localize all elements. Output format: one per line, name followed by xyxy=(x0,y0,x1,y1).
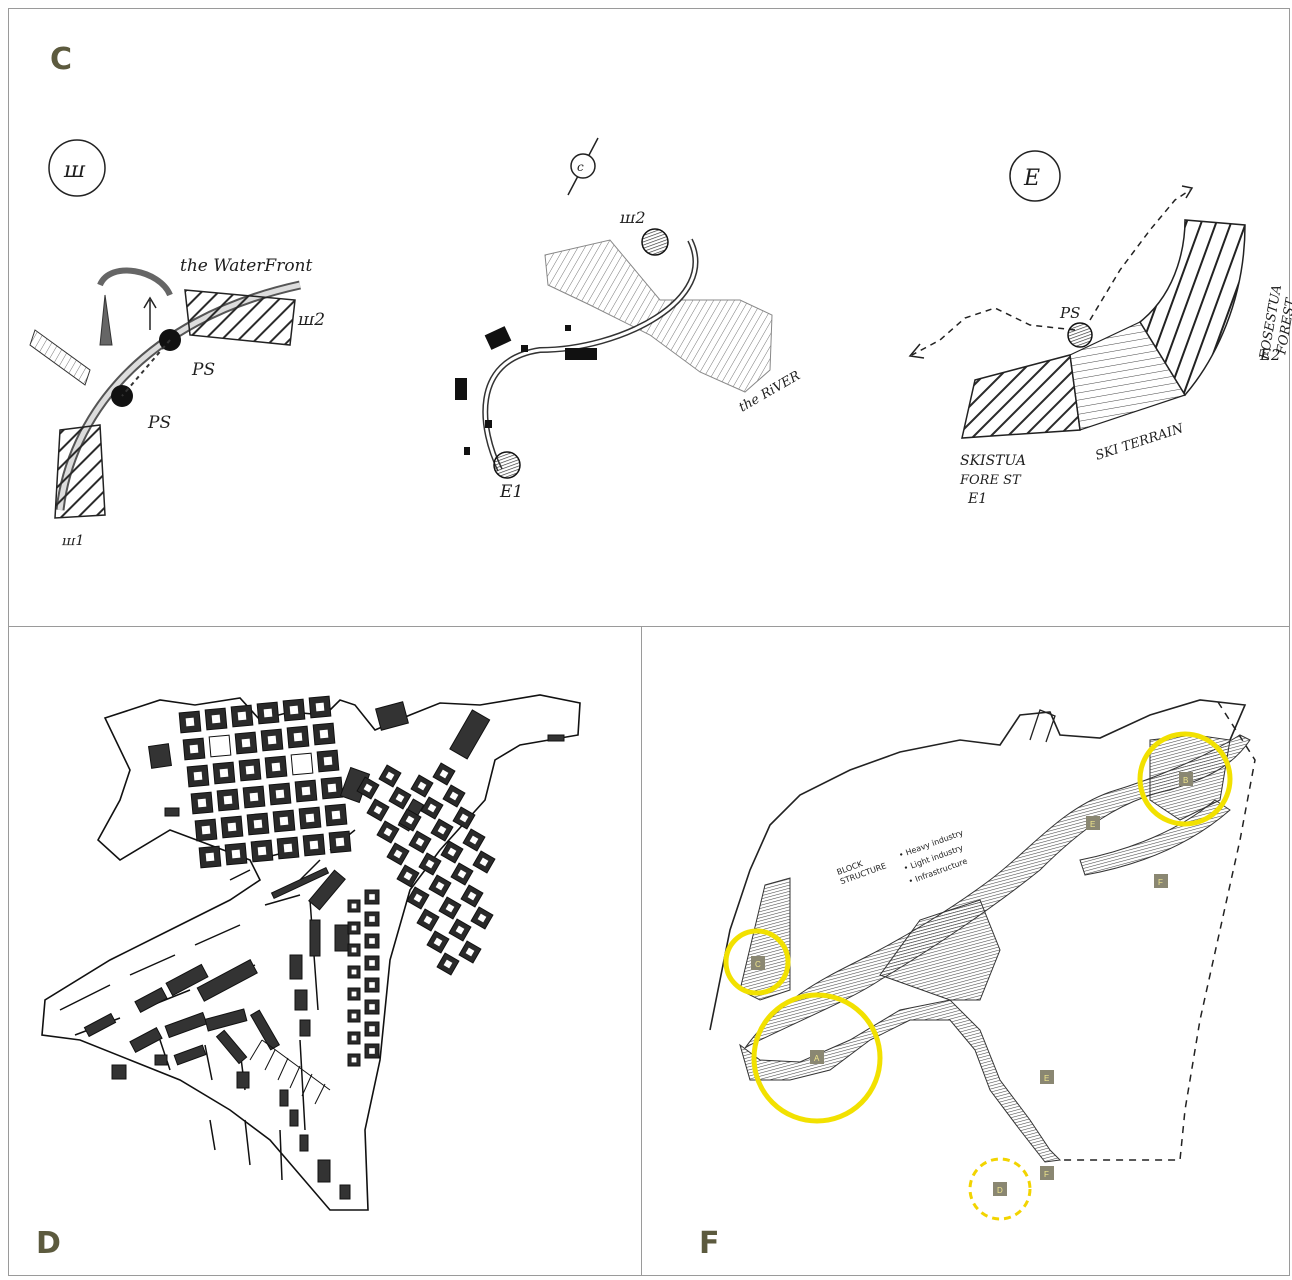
panel-letter-f: F xyxy=(699,1226,720,1261)
svg-text:A: A xyxy=(814,1054,820,1063)
svg-text:C: C xyxy=(755,960,761,969)
svg-text:B: B xyxy=(1183,776,1188,785)
tag-d: D xyxy=(993,1182,1007,1196)
svg-text:D: D xyxy=(997,1186,1003,1195)
svg-text:F: F xyxy=(1044,1170,1049,1179)
tag-f-1: F xyxy=(1154,874,1168,888)
tag-e-1: E xyxy=(1086,816,1100,830)
tag-f-2: F xyxy=(1040,1166,1054,1180)
tag-c: C xyxy=(751,956,765,970)
tag-b: B xyxy=(1179,772,1193,786)
svg-text:E: E xyxy=(1044,1074,1049,1083)
tag-a: A xyxy=(810,1050,824,1064)
svg-text:E: E xyxy=(1090,820,1095,829)
svg-text:F: F xyxy=(1158,878,1163,887)
tag-e-2: E xyxy=(1040,1070,1054,1084)
